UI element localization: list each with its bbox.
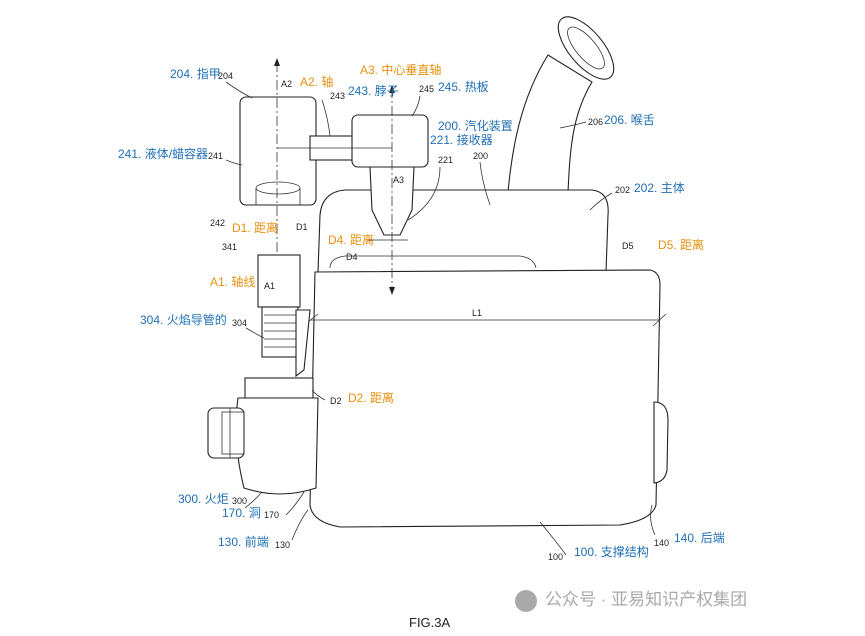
ref-241: 241 [208, 151, 223, 161]
ref-d5: D5 [622, 241, 634, 251]
label-front-end: 130. 前端 [218, 534, 269, 549]
label-axis-a3: A3. 中心垂直轴 [360, 62, 441, 77]
ref-a2: A2 [281, 79, 292, 89]
leader-lines [225, 81, 656, 556]
label-torch: 300. 火炬 [178, 492, 229, 506]
label-support-structure: 100. 支撑结构 [574, 544, 649, 559]
ref-304: 304 [232, 318, 247, 328]
label-distance-d5: D5. 距离 [658, 237, 704, 252]
label-nail: 204. 指甲 [170, 66, 221, 81]
ref-206: 206 [588, 117, 603, 127]
ref-130: 130 [275, 540, 290, 550]
wechat-icon [515, 590, 537, 612]
watermark: 公众号 · 亚易知识产权集团 [545, 590, 747, 609]
figure-caption: FIG.3A [409, 615, 451, 630]
label-axis-a2: A2. 轴 [300, 74, 333, 89]
label-hole: 170. 洞 [222, 506, 261, 520]
label-distance-d4: D4. 距离 [328, 232, 374, 247]
ref-204: 204 [218, 71, 233, 81]
label-hot-plate: 245. 热板 [438, 80, 489, 94]
label-distance-d1: D1. 距离 [232, 220, 278, 235]
label-axis-a1: A1. 轴线 [210, 274, 255, 289]
support-structure-drawing [302, 269, 669, 528]
ref-100: 100 [548, 552, 563, 562]
ref-d1: D1 [296, 222, 308, 232]
ref-a1: A1 [264, 281, 275, 291]
torch-drawing [207, 254, 319, 495]
label-liquid-wax-container: 241. 液体/蜡容器 [118, 146, 208, 161]
label-rear-end: 140. 后端 [674, 531, 725, 545]
label-main-body: 202. 主体 [634, 181, 685, 195]
ref-a3: A3 [393, 175, 404, 185]
label-distance-d2: D2. 距离 [348, 390, 394, 405]
mouthpiece-drawing [507, 16, 615, 193]
ref-243: 243 [330, 91, 345, 101]
axes-drawing [274, 58, 395, 295]
ref-300: 300 [232, 496, 247, 506]
ref-242: 242 [210, 218, 225, 228]
ref-245: 245 [419, 84, 434, 94]
ref-202: 202 [615, 185, 630, 195]
label-vaporization-device: 200. 汽化装置 [438, 118, 513, 133]
ref-341: 341 [222, 242, 237, 252]
ref-d4: D4 [346, 252, 358, 262]
main-body-drawing [317, 189, 609, 273]
ref-d2: D2 [330, 396, 342, 406]
ref-221: 221 [438, 155, 453, 165]
label-mouthpiece: 206. 喉舌 [604, 113, 655, 127]
label-neck: 243. 脖子 [348, 84, 399, 98]
label-flame-duct: 304. 火焰导管的 [140, 312, 227, 327]
container-assembly-drawing [239, 96, 429, 241]
ref-l1: L1 [472, 308, 482, 318]
ref-140: 140 [654, 538, 669, 548]
label-receiver: 221. 接收器 [430, 132, 493, 147]
ref-170: 170 [264, 510, 279, 520]
ref-200: 200 [473, 151, 488, 161]
